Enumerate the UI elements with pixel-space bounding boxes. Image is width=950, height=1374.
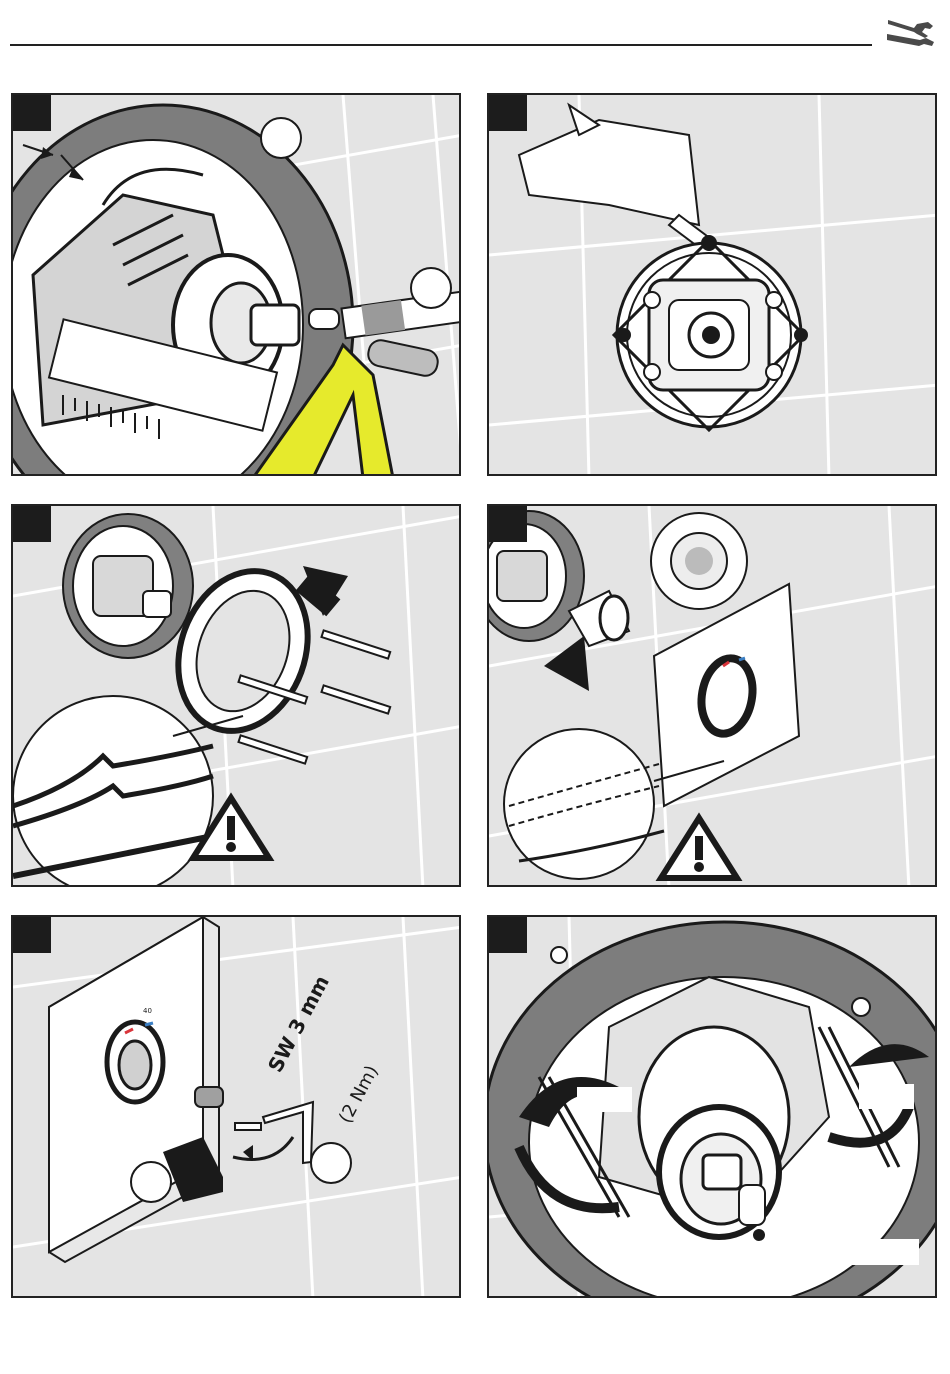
step-panel-mount-rosette <box>11 504 461 887</box>
wrench-screwdriver-icon <box>884 10 936 50</box>
callout-circle <box>411 268 451 308</box>
step-panel-tighten-screw: 40 SW 3 mm (2 Nm) <box>11 915 461 1298</box>
step-number-box <box>13 95 51 131</box>
callout-circle <box>131 1162 171 1202</box>
illustration-fit-cover-plate <box>489 506 937 887</box>
step-panel-fit-cover-plate <box>487 504 937 887</box>
step-number-box <box>489 506 527 542</box>
illustration-mount-rosette <box>13 506 461 887</box>
illustration-tighten-screw <box>13 917 461 1298</box>
step-number-box <box>13 506 51 542</box>
illustration-apply-sealant <box>489 95 937 476</box>
cover-marking-label: 40 <box>143 1007 152 1015</box>
step-number-box <box>489 95 527 131</box>
step-panel-cut-extension <box>11 93 461 476</box>
header-rule <box>10 44 872 46</box>
step-panel-apply-sealant <box>487 93 937 476</box>
illustration-adjust-stops <box>489 917 937 1298</box>
illustration-cut-extension <box>13 95 461 476</box>
step-panel-adjust-stops <box>487 915 937 1298</box>
callout-circle <box>311 1143 351 1183</box>
step-number-box <box>13 917 51 953</box>
step-number-box <box>489 917 527 953</box>
callout-circle <box>261 118 301 158</box>
